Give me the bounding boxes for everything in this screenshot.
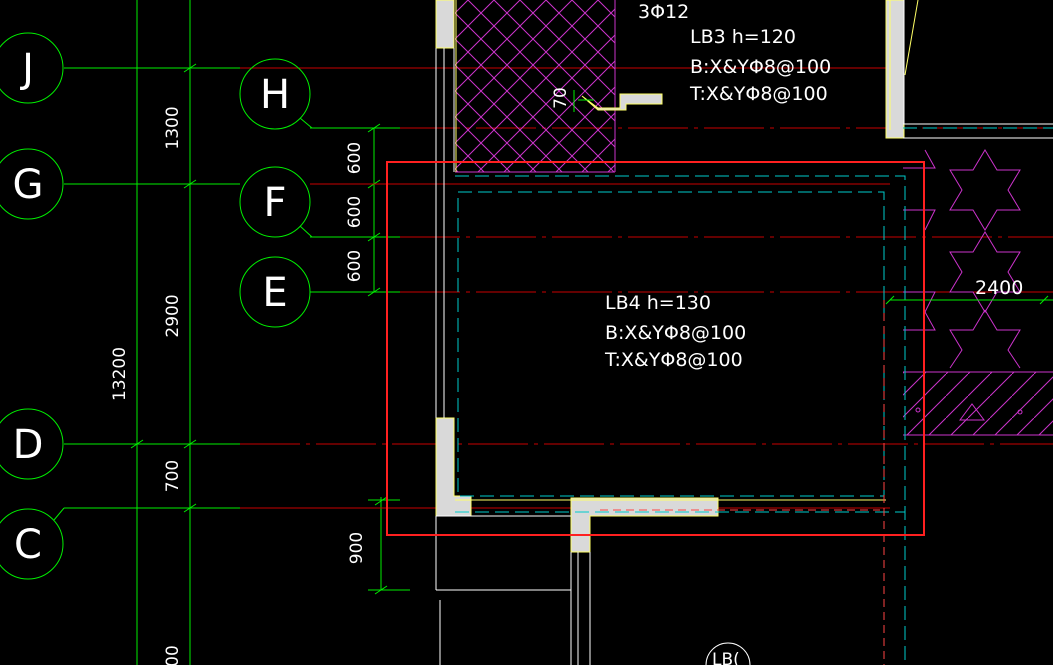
lb4-top-rebar: T:X&YΦ8@100 — [604, 349, 743, 371]
axis-bubble-C: C — [0, 507, 65, 580]
axis-bubble-G: G — [0, 148, 64, 220]
axis-bubble-E: E — [239, 256, 311, 328]
svg-text:E: E — [262, 270, 287, 316]
dim-900: 900 — [347, 532, 367, 564]
dimension-2400-marker — [885, 295, 1053, 305]
highlight-box — [386, 161, 925, 536]
lb3-top-rebar: T:X&YΦ8@100 — [689, 83, 828, 105]
axis-bubble-partial-bottom: LB( — [705, 642, 751, 665]
svg-text:H: H — [260, 72, 290, 118]
structural-lines — [435, 0, 1053, 665]
dim-13200: 13200 — [110, 347, 130, 401]
axis-bubble-D: D — [0, 408, 64, 480]
rebar-3phi12: 3Φ12 — [638, 1, 689, 23]
dimension-70-marker — [573, 90, 594, 112]
axis-bubble-J: J — [0, 32, 64, 104]
dim-1300: 1300 — [163, 106, 183, 149]
lb3-bottom-rebar: B:X&YΦ8@100 — [690, 56, 831, 78]
hatched-wall-region-top — [455, 0, 616, 173]
slab-outline-dashed — [455, 127, 1053, 665]
svg-text:C: C — [14, 522, 42, 568]
svg-text:F: F — [263, 180, 286, 226]
dim-2400: 2400 — [975, 277, 1023, 299]
diag-hatch-region — [903, 371, 1053, 436]
dim-700: 700 — [163, 460, 183, 492]
star-pattern-region — [903, 149, 1021, 369]
dim-600-a: 600 — [345, 142, 365, 174]
dim-70: 70 — [551, 87, 571, 109]
lb3-title: LB3 h=120 — [690, 26, 796, 48]
dim-00-bottom: 00 — [163, 645, 183, 665]
svg-text:J: J — [19, 46, 34, 92]
dim-600-b: 600 — [345, 196, 365, 228]
dim-2900: 2900 — [163, 294, 183, 337]
lb4-bottom-rebar: B:X&YΦ8@100 — [605, 322, 746, 344]
axis-bubble-H: H — [239, 58, 313, 130]
lb4-title: LB4 h=130 — [605, 292, 711, 314]
svg-text:D: D — [13, 422, 44, 468]
dim-600-c: 600 — [345, 250, 365, 282]
svg-text:G: G — [13, 162, 44, 208]
wall-edge-lines — [455, 0, 919, 501]
svg-text:LB(: LB( — [712, 650, 740, 665]
axis-bubble-F: F — [239, 166, 313, 238]
